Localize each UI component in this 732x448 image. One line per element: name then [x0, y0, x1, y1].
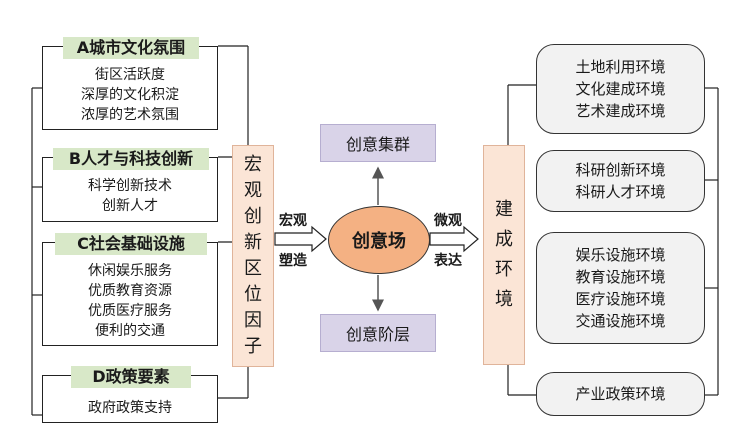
group-b-frame: B人才与科技创新 科学创新技术 创新人才 [42, 148, 218, 222]
list-item: 街区活跃度 [95, 67, 165, 83]
env-group-facilities: 娱乐设施环境 教育设施环境 医疗设施环境 交通设施环境 [536, 232, 705, 344]
factor-char: 因 [244, 310, 262, 331]
list-item: 优质教育资源 [88, 283, 172, 299]
group-c-frame: C社会基础设施 休闲娱乐服务 优质教育资源 优质医疗服务 便利的交通 [42, 233, 218, 346]
left-arrow-label-bottom: 塑造 [279, 253, 307, 269]
factor-char: 宏 [244, 154, 262, 175]
factor-box: 宏 观 创 新 区 位 因 子 [232, 145, 274, 367]
list-item: 艺术建成环境 [575, 102, 666, 120]
env-char: 建 [495, 199, 513, 220]
list-item: 交通设施环境 [575, 312, 666, 330]
env-char: 境 [495, 289, 513, 310]
class-box: 创意阶层 [320, 314, 436, 352]
right-arrow-label-bottom: 表达 [434, 253, 462, 269]
list-item: 文化建成环境 [575, 80, 666, 98]
env-group-policy: 产业政策环境 [536, 372, 705, 416]
list-item: 便利的交通 [95, 323, 165, 339]
factor-char: 新 [244, 232, 262, 253]
list-item: 科研人才环境 [575, 183, 666, 201]
group-a-title: A城市文化氛围 [63, 37, 199, 59]
list-item: 产业政策环境 [575, 385, 666, 403]
list-item: 医疗设施环境 [575, 290, 666, 308]
list-item: 土地利用环境 [575, 58, 666, 76]
factor-char: 子 [244, 336, 262, 357]
group-a-items: 街区活跃度 深厚的文化积淀 浓厚的艺术氛围 [43, 65, 217, 125]
group-c-items: 休闲娱乐服务 优质教育资源 优质医疗服务 便利的交通 [43, 261, 217, 341]
env-char: 成 [495, 229, 513, 250]
creative-field-ellipse: 创意场 [328, 206, 430, 274]
right-arrow-label-top: 微观 [434, 213, 462, 229]
list-item: 创新人才 [102, 198, 158, 214]
group-d-frame: D政策要素 政府政策支持 [42, 366, 218, 423]
factor-char: 观 [244, 180, 262, 201]
env-group-land: 土地利用环境 文化建成环境 艺术建成环境 [536, 44, 705, 134]
list-item: 休闲娱乐服务 [88, 263, 172, 279]
group-a-frame: A城市文化氛围 街区活跃度 深厚的文化积淀 浓厚的艺术氛围 [42, 37, 218, 130]
list-item: 科学创新技术 [88, 178, 172, 194]
env-group-research: 科研创新环境 科研人才环境 [536, 150, 705, 212]
group-d-items: 政府政策支持 [43, 398, 217, 418]
list-item: 政府政策支持 [88, 400, 172, 416]
list-item: 优质医疗服务 [88, 303, 172, 319]
list-item: 浓厚的艺术氛围 [81, 107, 179, 123]
left-arrow-label-top: 宏观 [279, 213, 307, 229]
factor-char: 创 [244, 206, 262, 227]
list-item: 科研创新环境 [575, 161, 666, 179]
cluster-box: 创意集群 [320, 124, 436, 162]
group-d-title: D政策要素 [71, 366, 191, 388]
group-c-title: C社会基础设施 [55, 233, 207, 255]
factor-char: 区 [244, 258, 262, 279]
list-item: 教育设施环境 [575, 268, 666, 286]
factor-char: 位 [244, 284, 262, 305]
group-b-items: 科学创新技术 创新人才 [43, 176, 217, 216]
list-item: 娱乐设施环境 [575, 246, 666, 264]
env-char: 环 [495, 259, 513, 280]
list-item: 深厚的文化积淀 [81, 87, 179, 103]
group-b-title: B人才与科技创新 [53, 148, 209, 170]
built-environment-box: 建 成 环 境 [483, 145, 525, 365]
